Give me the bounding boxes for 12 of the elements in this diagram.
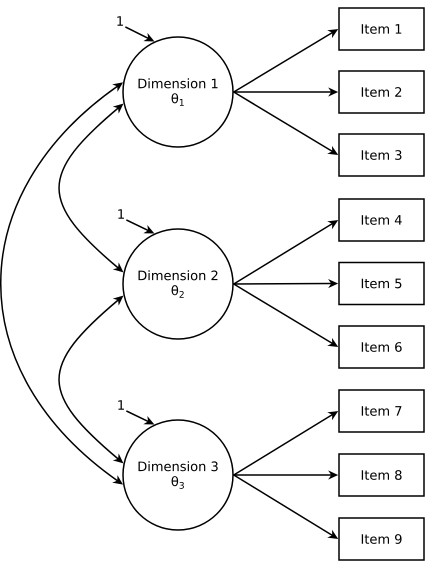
- item-box: Item 7: [338, 389, 425, 433]
- item-box: Item 4: [338, 198, 425, 242]
- item-box: Item 6: [338, 325, 425, 369]
- number-label: 1: [117, 16, 123, 26]
- item-box: Item 8: [338, 453, 425, 497]
- item-box: Item 5: [338, 262, 425, 306]
- number-label: 1: [118, 400, 124, 410]
- item-box: Item 3: [338, 133, 425, 177]
- item-box: Item 2: [338, 70, 425, 114]
- item-box: Item 9: [338, 517, 425, 561]
- number-label: 1: [118, 209, 124, 219]
- item-box: Item 1: [338, 7, 425, 51]
